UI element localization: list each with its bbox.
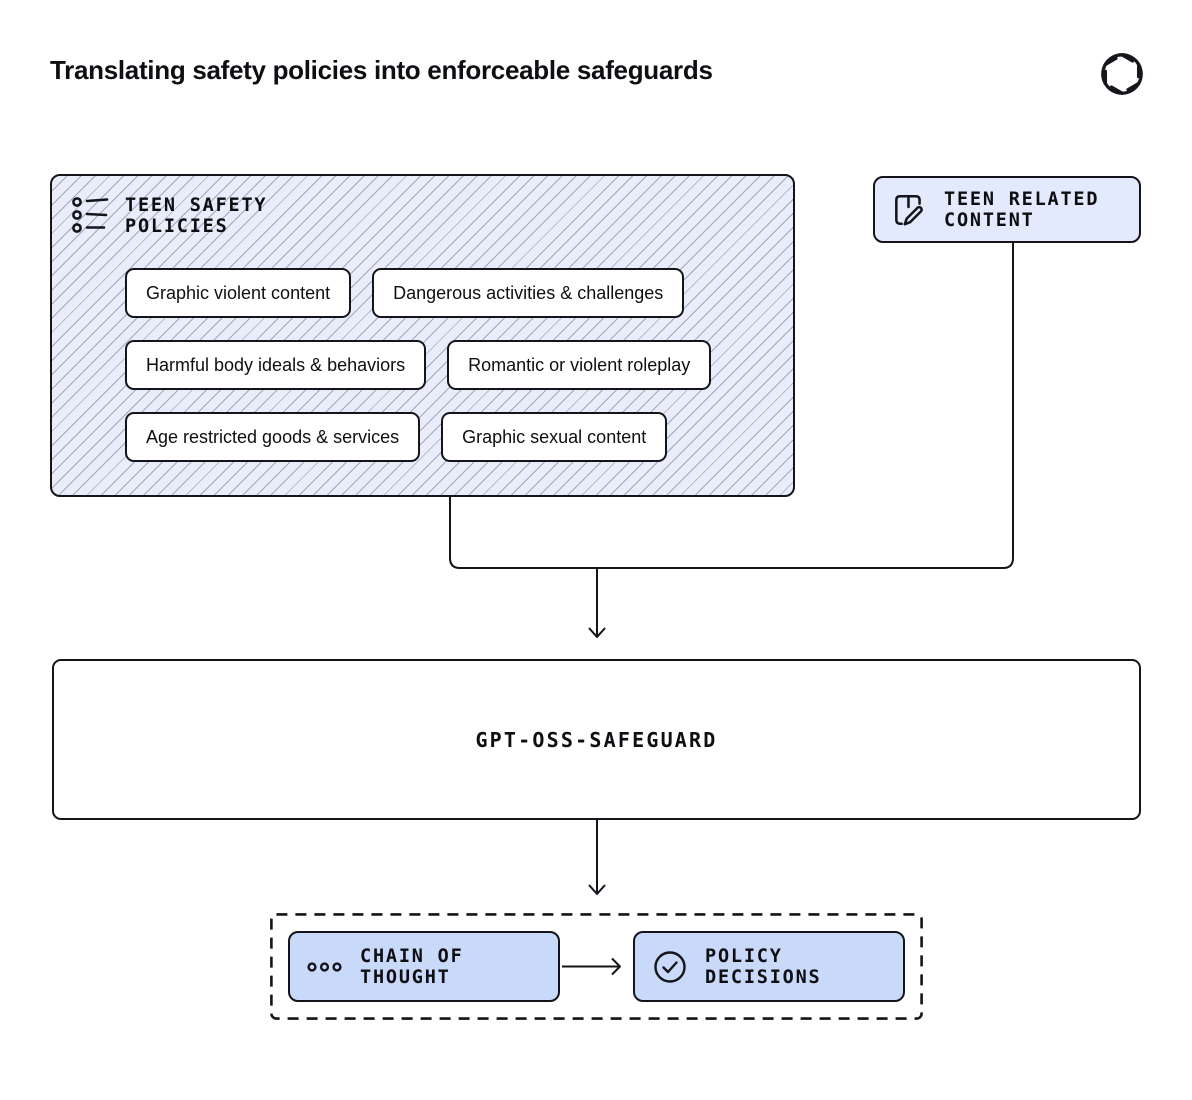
panel-heading-line1: TEEN SAFETY	[125, 195, 268, 216]
policy-chip-rows: Graphic violent content Dangerous activi…	[125, 268, 712, 462]
content-node-label: TEEN RELATED CONTENT	[944, 189, 1099, 231]
ellipsis-icon	[307, 961, 342, 972]
policy-chip-graphic-violent-content: Graphic violent content	[125, 268, 352, 318]
chain-of-thought-box: CHAIN OF THOUGHT	[288, 931, 560, 1002]
policy-line1: POLICY	[705, 945, 783, 967]
gpt-oss-safeguard-box: GPT-OSS-SAFEGUARD	[52, 659, 1141, 820]
policy-chip-romantic-violent-roleplay: Romantic or violent roleplay	[447, 340, 712, 390]
panel-heading-line2: POLICIES	[125, 216, 229, 237]
chain-of-thought-label: CHAIN OF THOUGHT	[360, 946, 464, 988]
openai-logo-icon	[1098, 50, 1146, 98]
policy-list-icon	[72, 197, 109, 233]
policy-line2: DECISIONS	[705, 966, 822, 988]
chip-row-3: Age restricted goods & services Graphic …	[125, 412, 668, 462]
panel-heading: TEEN SAFETY POLICIES	[125, 195, 267, 237]
note-pencil-icon	[895, 194, 923, 226]
chip-row-2: Harmful body ideals & behaviors Romantic…	[125, 340, 712, 390]
content-node-line1: TEEN RELATED	[944, 188, 1100, 210]
policy-chip-harmful-body-ideals: Harmful body ideals & behaviors	[125, 340, 427, 390]
check-circle-icon	[654, 950, 686, 983]
arrowhead-to-outputs	[588, 884, 606, 895]
teen-safety-policies-panel: TEEN SAFETY POLICIES Graphic violent con…	[50, 174, 795, 497]
content-node-line2: CONTENT	[944, 209, 1035, 231]
chain-line2: THOUGHT	[360, 966, 451, 988]
policy-chip-age-restricted-goods: Age restricted goods & services	[125, 412, 421, 462]
outputs-group: CHAIN OF THOUGHT POLICY DECISIONS	[270, 913, 923, 1020]
arrowhead-chain-to-policy	[611, 957, 621, 976]
policy-decisions-label: POLICY DECISIONS	[705, 946, 821, 988]
model-label: GPT-OSS-SAFEGUARD	[475, 727, 718, 752]
dashed-border	[270, 913, 923, 1020]
chip-row-1: Graphic violent content Dangerous activi…	[125, 268, 685, 318]
arrowhead-to-model	[588, 627, 606, 638]
policy-decisions-box: POLICY DECISIONS	[633, 931, 905, 1002]
page-title: Translating safety policies into enforce…	[50, 55, 713, 85]
policy-chip-dangerous-activities: Dangerous activities & challenges	[372, 268, 685, 318]
chain-line1: CHAIN OF	[360, 945, 464, 967]
policy-chip-graphic-sexual-content: Graphic sexual content	[441, 412, 668, 462]
teen-related-content-node: TEEN RELATED CONTENT	[873, 176, 1141, 243]
